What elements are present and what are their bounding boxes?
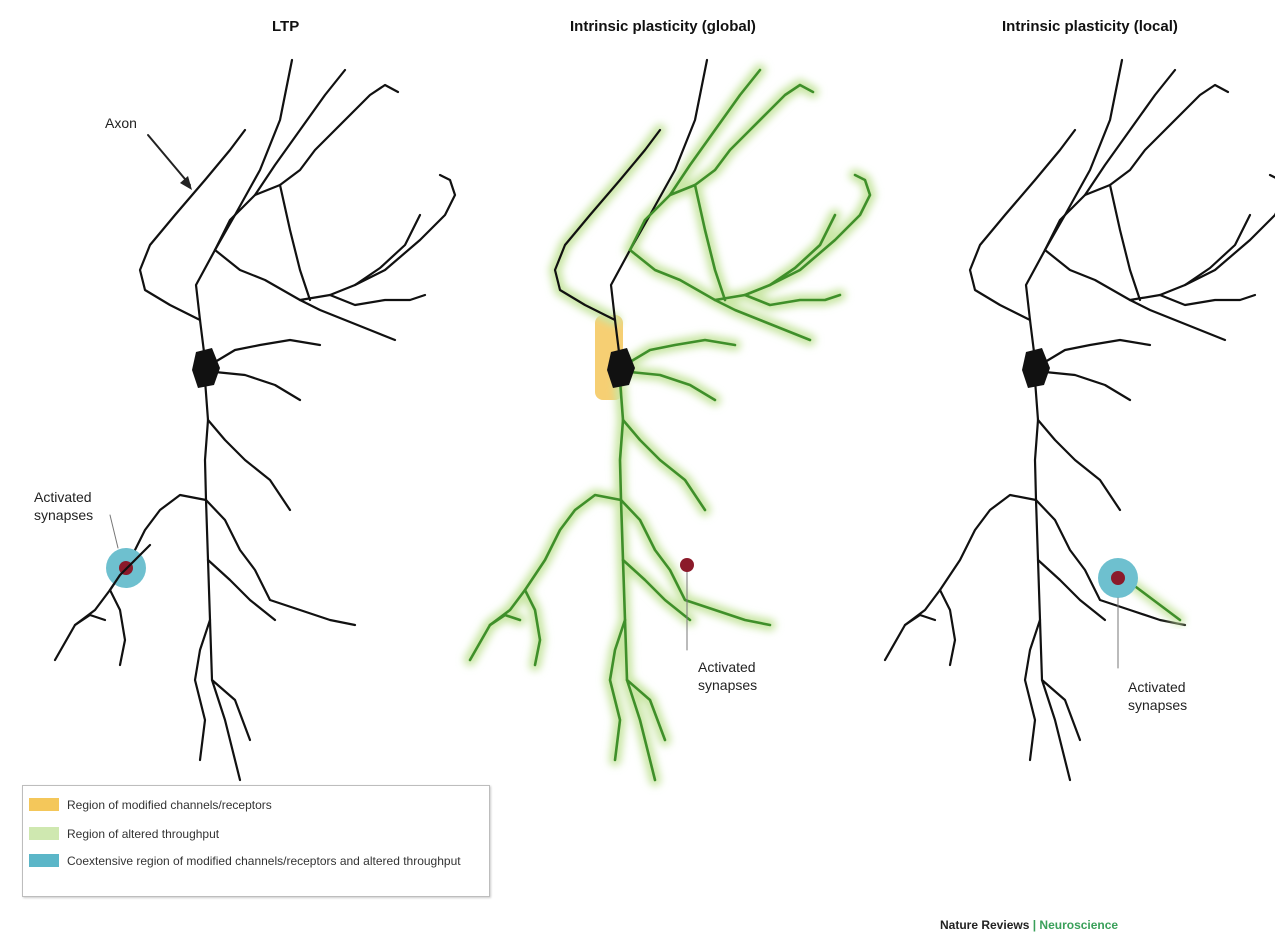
synapse-dot-local	[1111, 571, 1125, 585]
synapse-label-ltp-line2: synapses	[34, 506, 93, 524]
local-plasticity-neuron	[885, 60, 1275, 780]
soma	[1022, 348, 1050, 388]
synapse-label-ltp-line1: Activated	[34, 488, 93, 506]
panel-title-ltp: LTP	[272, 18, 299, 35]
legend: Region of modified channels/receptors Re…	[22, 785, 490, 897]
axon-arrow-head	[180, 176, 192, 190]
legend-swatch-modified	[29, 798, 59, 811]
legend-swatch-coextensive	[29, 854, 59, 867]
synapse-dot-global	[680, 558, 694, 572]
synapse-label-global-line2: synapses	[698, 676, 757, 694]
legend-item-modified: Region of modified channels/receptors	[29, 798, 272, 813]
legend-swatch-throughput	[29, 827, 59, 840]
synapse-label-global-line1: Activated	[698, 658, 757, 676]
synapse-label-global: Activated synapses	[698, 658, 757, 694]
global-plasticity-neuron	[470, 60, 870, 780]
throughput-glow	[470, 70, 870, 780]
synapse-label-local-line1: Activated	[1128, 678, 1187, 696]
panel-title-global: Intrinsic plasticity (global)	[570, 18, 756, 35]
credit-journal: Nature Reviews	[940, 918, 1029, 932]
synapse-label-local: Activated synapses	[1128, 678, 1187, 714]
annotations	[110, 135, 192, 548]
legend-label-throughput: Region of altered throughput	[67, 827, 219, 842]
journal-credit: Nature Reviews | Neuroscience	[940, 918, 1118, 932]
credit-separator: |	[1029, 918, 1039, 932]
ltp-neuron	[55, 60, 455, 780]
legend-label-coextensive: Coextensive region of modified channels/…	[67, 854, 467, 869]
synapse-label-local-line2: synapses	[1128, 696, 1187, 714]
legend-item-throughput: Region of altered throughput	[29, 827, 219, 842]
axon-label: Axon	[105, 114, 137, 132]
legend-label-modified: Region of modified channels/receptors	[67, 798, 272, 813]
soma	[607, 348, 635, 388]
credit-subject: Neuroscience	[1039, 918, 1118, 932]
legend-item-coextensive: Coextensive region of modified channels/…	[29, 854, 479, 869]
synapse-label-ltp: Activated synapses	[34, 488, 93, 524]
panel-title-local: Intrinsic plasticity (local)	[1002, 18, 1178, 35]
soma	[192, 348, 220, 388]
